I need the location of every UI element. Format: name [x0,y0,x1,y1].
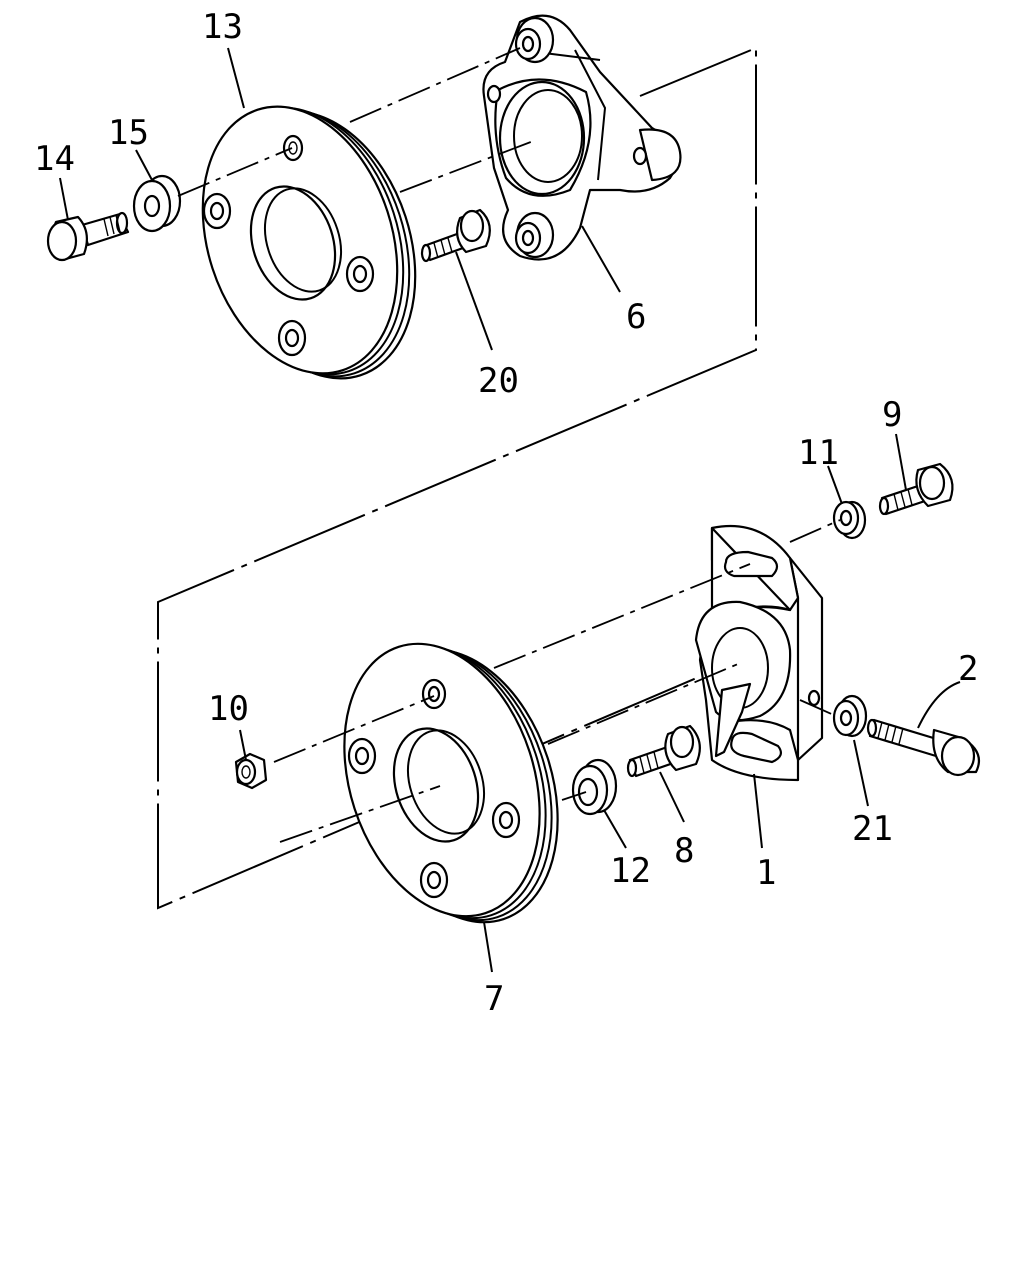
callout-1: 1 [756,853,776,893]
axis-line [547,663,739,745]
callout-12: 12 [610,851,651,891]
part-1-bracket [694,524,824,782]
axis-line [493,563,751,669]
axis-line [177,147,293,197]
axis-line [561,791,587,801]
leader-line-12 [603,809,627,849]
part-20-bolt [420,208,491,263]
part-6-bracket [482,14,682,261]
assembly-frame [157,46,757,910]
callout-21: 21 [852,809,893,849]
leader-line-8 [659,771,685,823]
part-12-bushing [571,758,618,816]
callout-7: 7 [484,979,504,1019]
part-2-bolt [866,718,980,777]
part-14-bolt [46,211,130,262]
leader-line-7 [483,921,493,973]
axis-line [349,47,521,123]
callout-2: 2 [958,649,978,689]
callout-11: 11 [798,433,839,473]
leader-line-9 [895,433,907,491]
axis-line [273,695,435,763]
callout-14: 14 [34,139,75,179]
leader-line-20 [455,251,493,351]
callout-6: 6 [626,297,646,337]
part-15-washer [132,174,182,233]
callout-20: 20 [478,361,519,401]
callout-13: 13 [202,7,243,47]
part-9-bolt [878,462,954,516]
leader-line-11 [827,465,843,505]
part-7-flange [343,642,559,924]
leader-line-13 [227,47,245,109]
axis-line [799,699,837,717]
part-13-flange [201,105,417,380]
leader-line-2 [917,681,961,729]
axis-line [789,519,841,543]
leader-line-14 [59,177,69,221]
callout-10: 10 [208,689,249,729]
leader-line-1 [753,773,763,849]
leader-line-6 [581,225,621,293]
part-10-nut [234,752,268,790]
callout-8: 8 [674,831,694,871]
leader-line-21 [853,739,869,807]
callout-9: 9 [882,395,902,435]
axis-line [279,785,441,843]
part-21-washer [832,694,868,738]
leader-line-15 [135,149,153,181]
callout-15: 15 [108,113,149,153]
part-11-washer [832,500,867,540]
part-8-bolt [626,724,701,778]
axis-line [399,139,537,193]
leader-line-10 [239,729,247,761]
